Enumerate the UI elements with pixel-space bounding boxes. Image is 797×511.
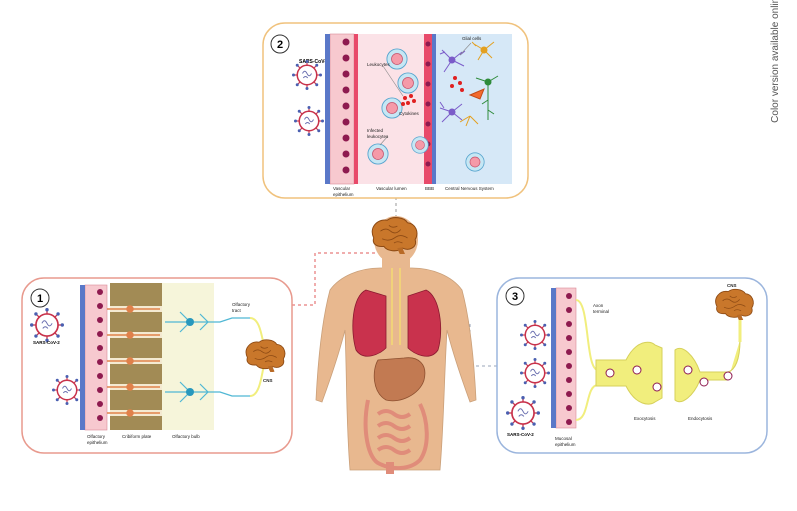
panel-1-cns-label: CNS [263, 378, 273, 383]
mucosal-epithelium-label: Mucosal [555, 436, 572, 441]
leukocyte-cell [465, 152, 485, 172]
panel-3-virus-label: SARS-CoV-2 [507, 432, 534, 437]
color-version-note: Color version available online [770, 0, 782, 123]
panel-2-vascular: 2 SARS-CoV-2 [262, 22, 529, 199]
olfactory-tract-label: Olfactory [232, 302, 251, 307]
mucosal-epithelium-label-2: epithelium [555, 442, 576, 447]
olfactory-epithelium-label: Olfactory [87, 434, 106, 439]
stomach [373, 357, 426, 402]
vascular-lumen-label: Vascular lumen [376, 186, 407, 191]
glial-cells [439, 41, 499, 127]
endocytosis-label: Endocytosis [688, 416, 713, 421]
panel-2-virus-label: SARS-CoV-2 [299, 59, 329, 65]
virus-icon [520, 358, 550, 388]
leukocyte-cell [367, 143, 389, 165]
postsynaptic-shape [674, 339, 741, 403]
panel-1-number: 1 [37, 293, 43, 305]
panel-3-mucosal: 3 SARS-CoV-2 Axon terminal CNS Exocytosi… [496, 277, 768, 454]
cytokines-dots [401, 76, 464, 106]
panel-3-number: 3 [512, 291, 518, 303]
intestines [363, 399, 429, 471]
leukocyte-cell [411, 136, 429, 154]
cribriform-plate-label: Cribiform plate [122, 434, 152, 439]
leukocyte-cell [397, 72, 419, 94]
cytokines-label: Cytokines [399, 111, 420, 116]
left-lung [352, 289, 387, 357]
glial-cells-label: Glial cells [462, 36, 482, 41]
vascular-epithelium-label-2: epithelium [333, 192, 354, 197]
axon-terminal-label-2: terminal [593, 309, 609, 314]
infected-leukocytes-label: leukocytes [367, 134, 389, 139]
exocytosis-label: Exocytosis [634, 416, 656, 421]
vascular-epithelium [325, 33, 358, 185]
bbb-label: BBB [425, 186, 434, 191]
right-lung [407, 289, 442, 357]
virus-icon [520, 320, 550, 350]
infected-label: Infected [367, 128, 384, 133]
bbb-wall [424, 34, 432, 184]
leukocytes-label: Leukocytes [367, 62, 391, 67]
human-body [315, 216, 477, 474]
panel-2-number: 2 [277, 39, 283, 51]
vascular-epithelium-label: Vascular [333, 186, 351, 191]
panel-1-olfactory: 1 SARS-CoV-2 Olfactory [21, 277, 293, 454]
virus-icon [294, 106, 324, 136]
panel-3-cns-label: CNS [727, 283, 737, 288]
olfactory-bulb-label: Olfactory bulb [172, 434, 200, 439]
virus-icon [30, 308, 64, 342]
virus-icon [506, 396, 540, 430]
axon-terminal-label: Axon [593, 303, 604, 308]
olfactory-epithelium-label-2: epithelium [87, 440, 108, 445]
virus-icon [52, 375, 82, 405]
panel-1-virus-label: SARS-CoV-2 [33, 340, 60, 345]
leukocyte-cell [386, 48, 408, 70]
central-nervous-system-label: Central Nervous System [445, 186, 494, 191]
olfactory-tract-label-2: tract [232, 308, 242, 313]
axon-terminal-shape [595, 341, 663, 405]
virus-icon [292, 60, 322, 90]
